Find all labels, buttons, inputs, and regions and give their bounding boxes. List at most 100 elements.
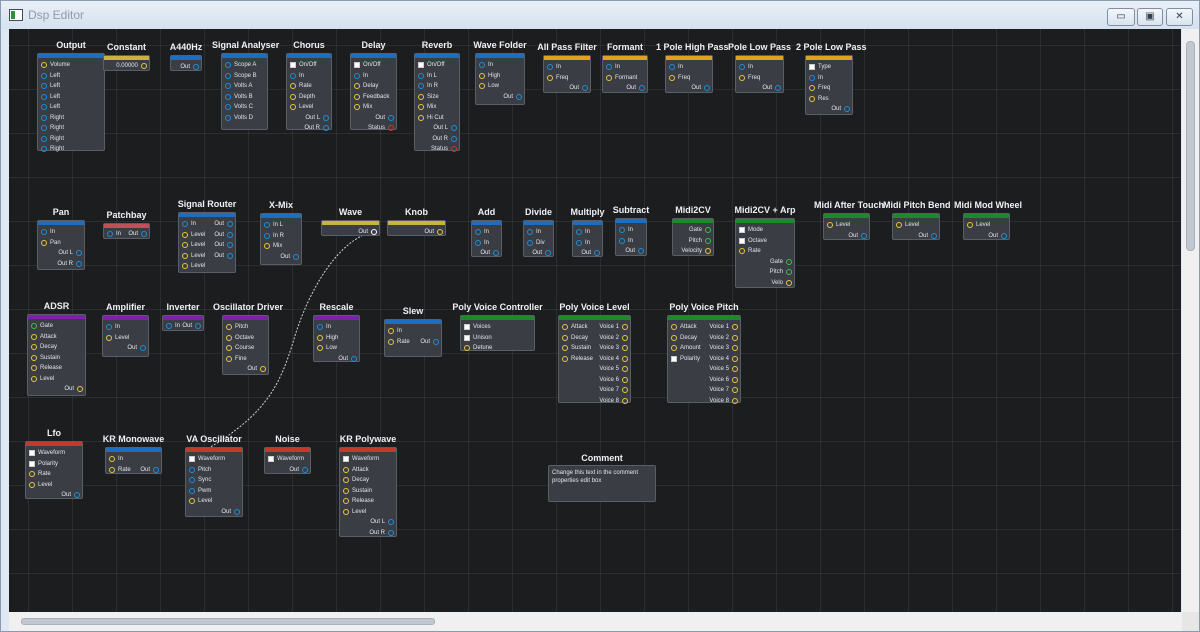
input-port-in[interactable]: In xyxy=(182,220,196,229)
output-port-status[interactable]: Status xyxy=(353,124,394,133)
port-connector-icon[interactable] xyxy=(41,83,47,89)
input-port-release[interactable]: Release xyxy=(343,497,374,506)
input-port-left[interactable]: Left xyxy=(41,72,60,81)
output-port-out-l[interactable]: Out L xyxy=(289,114,329,123)
output-port-out[interactable]: Out xyxy=(353,114,394,123)
port-connector-icon[interactable] xyxy=(562,345,568,351)
input-port-freq[interactable]: Freq xyxy=(739,74,760,83)
minimize-button[interactable]: ▭ xyxy=(1107,8,1135,26)
input-port-level[interactable]: Level xyxy=(29,481,52,490)
port-connector-icon[interactable] xyxy=(189,487,195,494)
toggle-checkbox[interactable] xyxy=(739,237,745,244)
module-header-bar[interactable] xyxy=(673,219,713,223)
input-port-low[interactable]: Low xyxy=(317,344,337,353)
output-port-out[interactable]: Out xyxy=(181,241,233,250)
port-connector-icon[interactable] xyxy=(639,85,645,91)
output-port-out[interactable]: Out xyxy=(387,338,439,347)
port-connector-icon[interactable] xyxy=(225,62,231,68)
module-header-bar[interactable] xyxy=(314,316,359,320)
module-header-bar[interactable] xyxy=(104,56,149,60)
output-port-out[interactable]: Out xyxy=(605,84,645,93)
port-connector-icon[interactable] xyxy=(622,355,628,362)
input-port-sync[interactable]: Sync xyxy=(189,476,211,485)
output-port-out-r[interactable]: Out R xyxy=(417,135,457,144)
module-header-bar[interactable] xyxy=(340,448,396,452)
port-connector-icon[interactable] xyxy=(479,72,485,79)
input-port-attack[interactable]: Attack xyxy=(671,323,697,332)
output-port-out[interactable]: Out xyxy=(173,63,199,72)
port-connector-icon[interactable] xyxy=(451,125,457,131)
port-connector-icon[interactable] xyxy=(479,83,485,89)
input-port-amount[interactable]: Amount xyxy=(671,344,701,353)
port-connector-icon[interactable] xyxy=(106,324,112,330)
input-port-polarity[interactable]: Polarity xyxy=(671,355,700,364)
input-port-level[interactable]: Level xyxy=(343,508,366,517)
input-port-level[interactable]: Level xyxy=(896,221,919,230)
input-port-left[interactable]: Left xyxy=(41,103,60,112)
port-connector-icon[interactable] xyxy=(732,376,738,383)
output-port-gate[interactable]: Gate xyxy=(738,258,792,267)
input-port-left[interactable]: Left xyxy=(41,82,60,91)
module-header-bar[interactable] xyxy=(222,54,267,58)
input-port-level[interactable]: Level xyxy=(967,221,990,230)
port-connector-icon[interactable] xyxy=(622,324,628,330)
port-connector-icon[interactable] xyxy=(418,93,424,100)
port-connector-icon[interactable] xyxy=(671,345,677,351)
output-port-out[interactable]: Out xyxy=(188,508,240,517)
port-connector-icon[interactable] xyxy=(418,72,424,79)
port-connector-icon[interactable] xyxy=(41,93,47,100)
port-connector-icon[interactable] xyxy=(264,243,270,249)
port-connector-icon[interactable] xyxy=(41,125,47,131)
port-connector-icon[interactable] xyxy=(290,83,296,89)
port-connector-icon[interactable] xyxy=(41,114,47,121)
port-connector-icon[interactable] xyxy=(225,93,231,100)
output-port-velo[interactable]: Velo xyxy=(738,279,792,288)
output-port-voice-6[interactable]: Voice 6 xyxy=(561,376,628,385)
input-port-pan[interactable]: Pan xyxy=(41,239,61,248)
toggle-checkbox[interactable] xyxy=(418,62,424,68)
module-header-bar[interactable] xyxy=(476,54,524,58)
port-connector-icon[interactable] xyxy=(464,345,470,351)
output-port-voice-2[interactable]: Voice 2 xyxy=(670,334,738,343)
module-header-bar[interactable] xyxy=(186,448,242,452)
input-port-waveform[interactable]: Waveform xyxy=(268,455,304,464)
output-port-out[interactable]: Out xyxy=(826,232,867,241)
module-header-bar[interactable] xyxy=(171,56,201,60)
output-port-voice-4[interactable]: Voice 4 xyxy=(670,355,738,364)
input-port-level[interactable]: Level xyxy=(182,262,205,271)
output-port-voice-3[interactable]: Voice 3 xyxy=(670,344,738,353)
port-connector-icon[interactable] xyxy=(622,334,628,341)
module-header-bar[interactable] xyxy=(287,54,331,58)
module-header-bar[interactable] xyxy=(824,214,869,218)
port-connector-icon[interactable] xyxy=(576,239,582,246)
output-port-voice-5[interactable]: Voice 5 xyxy=(670,365,738,374)
port-connector-icon[interactable] xyxy=(732,345,738,351)
input-port-in-r[interactable]: In R xyxy=(264,232,284,241)
port-connector-icon[interactable] xyxy=(77,386,83,392)
port-connector-icon[interactable] xyxy=(516,93,522,100)
horizontal-scroll-thumb[interactable] xyxy=(21,618,435,625)
port-connector-icon[interactable] xyxy=(343,487,349,494)
input-port-in[interactable]: In xyxy=(809,74,823,83)
port-connector-icon[interactable] xyxy=(967,222,973,228)
output-port-voice-1[interactable]: Voice 1 xyxy=(670,323,738,332)
output-port-out[interactable]: Out xyxy=(181,252,233,261)
module-header-bar[interactable] xyxy=(559,316,630,320)
port-connector-icon[interactable] xyxy=(225,72,231,79)
input-port-attack[interactable]: Attack xyxy=(343,466,369,475)
port-connector-icon[interactable] xyxy=(547,74,553,81)
port-connector-icon[interactable] xyxy=(107,231,113,237)
